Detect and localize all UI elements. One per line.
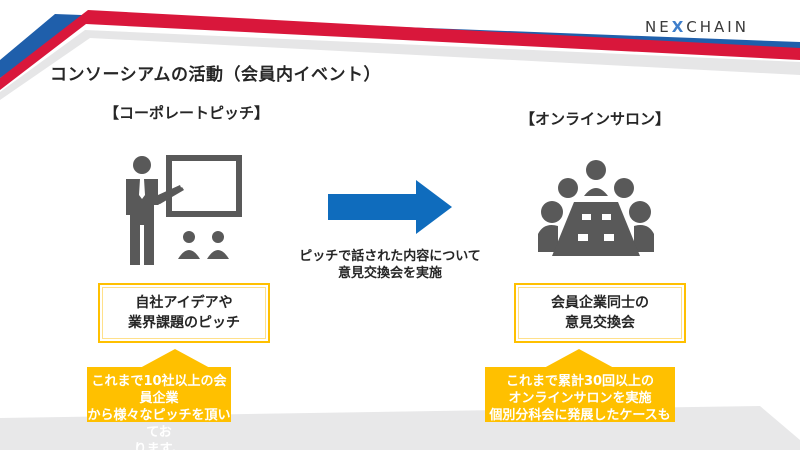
box-line: 会員企業同士の bbox=[551, 295, 649, 311]
section-label-corporate-pitch: 【コーポレートピッチ】 bbox=[104, 104, 270, 122]
nexchain-logo: NEXCHAIN bbox=[645, 18, 749, 36]
section-label-online-salon: 【オンラインサロン】 bbox=[520, 110, 671, 128]
box-line: 意見交換会 bbox=[565, 315, 635, 331]
box-line: 業界課題のピッチ bbox=[128, 315, 240, 331]
callout-line: これまで累計30回以上の bbox=[505, 374, 655, 389]
logo-prefix: NE bbox=[645, 18, 672, 36]
callout-line: から様々なピッチを頂いてお bbox=[87, 408, 231, 440]
online-salon-box: 会員企業同士の 意見交換会 bbox=[514, 283, 686, 343]
callout-line: オンラインサロンを実施 bbox=[508, 391, 652, 406]
logo-suffix: CHAIN bbox=[686, 18, 749, 36]
caption-line: ピッチで話された内容について bbox=[299, 249, 481, 264]
callout-pointer-left bbox=[140, 349, 210, 368]
online-salon-callout: これまで累計30回以上の オンラインサロンを実施 個別分科会に発展したケースも bbox=[485, 367, 675, 423]
stripe-gray bbox=[0, 30, 800, 100]
arrow-right-icon bbox=[328, 180, 452, 234]
corporate-pitch-box: 自社アイデアや 業界課題のピッチ bbox=[98, 283, 270, 343]
callout-line: 個別分科会に発展したケースも bbox=[489, 408, 671, 423]
presentation-icon bbox=[126, 155, 242, 265]
logo-x-mark-icon: X bbox=[671, 18, 687, 36]
caption-line: 意見交換会を実施 bbox=[337, 266, 442, 281]
corporate-pitch-callout: これまで10社以上の会員企業 から様々なピッチを頂いてお ります。 bbox=[87, 367, 231, 457]
box-line: 自社アイデアや bbox=[135, 295, 233, 311]
page-title: コンソーシアムの活動（会員内イベント） bbox=[50, 65, 381, 85]
transition-caption: ピッチで話された内容について 意見交換会を実施 bbox=[270, 248, 510, 282]
callout-line: これまで10社以上の会員企業 bbox=[91, 374, 227, 406]
stripe-red bbox=[0, 10, 800, 90]
meeting-table-icon bbox=[538, 160, 654, 256]
callout-pointer-right bbox=[544, 349, 614, 368]
